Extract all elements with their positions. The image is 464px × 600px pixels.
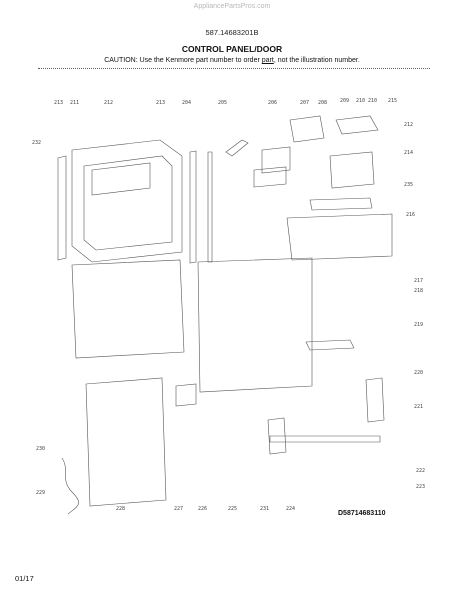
- module-214: [329, 151, 375, 189]
- diagram-code: D58714683110: [338, 510, 386, 517]
- module-206: [261, 146, 291, 174]
- callout-213-a: 213: [54, 100, 63, 106]
- callout-222: 222: [416, 468, 425, 474]
- callout-210-a: 210: [356, 98, 365, 104]
- callout-210-b: 210: [368, 98, 377, 104]
- callout-215: 215: [388, 98, 397, 104]
- latch: [175, 383, 197, 407]
- door-side-trim-right: [189, 150, 197, 264]
- callout-223: 223: [416, 484, 425, 490]
- callout-217: 217: [414, 278, 423, 284]
- module-235: [309, 197, 373, 211]
- caution-note: CAUTION: Use the Kenmore part number to …: [0, 57, 464, 64]
- callout-212-a: 212: [104, 100, 113, 106]
- hinge-arm: [269, 435, 381, 443]
- callout-229: 229: [36, 490, 45, 496]
- door-inner-panel: [83, 155, 173, 251]
- door-liner: [85, 377, 167, 507]
- callout-231: 231: [260, 506, 269, 512]
- door-side-trim-left: [57, 155, 67, 261]
- callout-206: 206: [268, 100, 277, 106]
- callout-219: 219: [414, 322, 423, 328]
- module-206-base: [253, 166, 287, 188]
- watermark: AppliancePartsPros.com: [193, 3, 271, 10]
- callout-226: 226: [198, 506, 207, 512]
- callout-214: 214: [404, 150, 413, 156]
- callout-218: 218: [414, 288, 423, 294]
- callout-227: 227: [174, 506, 183, 512]
- control-window: [91, 162, 151, 196]
- door-handle: [305, 339, 355, 351]
- callout-208: 208: [318, 100, 327, 106]
- callout-213-b: 213: [156, 100, 165, 106]
- section-title: CONTROL PANEL/DOOR: [181, 44, 283, 54]
- callout-232: 232: [32, 140, 41, 146]
- door-outer-skin: [197, 257, 313, 393]
- model-number: 587.14683201B: [205, 28, 259, 37]
- callout-211: 211: [70, 100, 79, 106]
- side-strip: [207, 151, 213, 263]
- callout-220: 220: [414, 370, 423, 376]
- caution-text-pre: CAUTION: Use the Kenmore part number to …: [104, 57, 262, 64]
- callout-225: 225: [228, 506, 237, 512]
- page-number: 01/17: [15, 574, 34, 583]
- header-divider: [38, 68, 430, 69]
- outer-panel: [286, 213, 393, 261]
- caution-text-part: part: [261, 57, 274, 64]
- callout-235: 235: [404, 182, 413, 188]
- callout-216: 216: [406, 212, 415, 218]
- callout-205: 205: [218, 100, 227, 106]
- module-207: [289, 115, 325, 143]
- callout-207: 207: [300, 100, 309, 106]
- bracket-205: [225, 139, 249, 157]
- door-inner-frame: [71, 139, 183, 263]
- callout-224: 224: [286, 506, 295, 512]
- caution-text-post: , not the illustration number.: [273, 57, 360, 64]
- module-210: [335, 115, 379, 135]
- callout-228: 228: [116, 506, 125, 512]
- hinge-bracket: [267, 417, 287, 455]
- callout-221: 221: [414, 404, 423, 410]
- spring: [365, 377, 385, 423]
- wire-harness: [61, 457, 79, 515]
- door-lower-panel: [71, 259, 185, 359]
- callout-230: 230: [36, 446, 45, 452]
- callout-209: 209: [340, 98, 349, 104]
- callout-204: 204: [182, 100, 191, 106]
- callout-212-b: 212: [404, 122, 413, 128]
